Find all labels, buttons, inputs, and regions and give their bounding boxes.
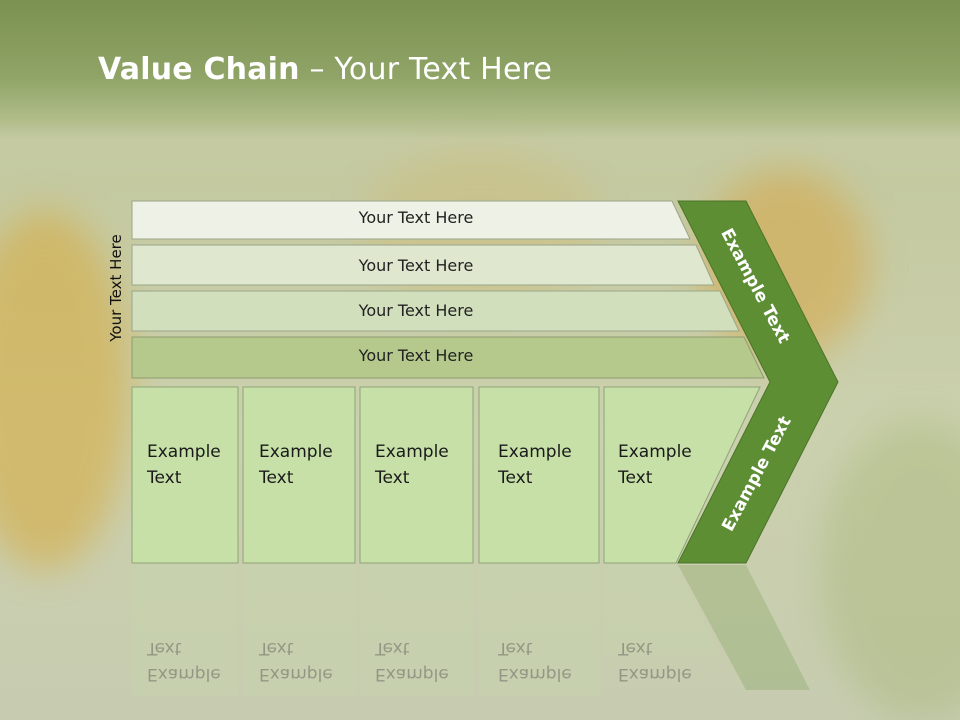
cell-1-label: Example Text [147, 442, 221, 488]
cell-5-shape[interactable] [603, 386, 761, 564]
chevron-shape[interactable] [677, 200, 839, 564]
cell-3-label: Example Text [375, 442, 449, 488]
bar-4-shape[interactable] [131, 336, 765, 379]
cell-1-reflection: Example Text [147, 638, 221, 684]
cell-2-label: Example Text [259, 442, 333, 488]
bar-3-label: Your Text Here [358, 301, 474, 320]
bar-1-shape[interactable] [131, 200, 691, 240]
cell-3-reflection: Example Text [375, 638, 449, 684]
cell-4-label: Example Text [498, 442, 572, 488]
cell-4-reflection: Example Text [498, 638, 572, 684]
reflection: Example Text Example Text Example Text E… [0, 565, 960, 720]
bar-2-label: Your Text Here [358, 256, 474, 275]
reflection-shapes [132, 565, 810, 695]
bar-3-shape[interactable] [131, 290, 740, 332]
bar-4-label: Your Text Here [358, 346, 474, 365]
page-title: Value Chain – Your Text Here [98, 52, 552, 87]
bar-1-label: Your Text Here [358, 208, 474, 227]
title-rest: – Your Text Here [299, 52, 553, 87]
title-bold: Value Chain [98, 52, 300, 87]
cell-3-shape[interactable] [359, 386, 474, 564]
title-bar [0, 0, 960, 140]
cell-2-reflection: Example Text [259, 638, 333, 684]
cell-2-shape[interactable] [242, 386, 356, 564]
cell-1-shape[interactable] [131, 386, 239, 564]
cell-5-reflection: Example Text [618, 638, 692, 684]
bar-2-shape[interactable] [131, 244, 715, 286]
cell-5-label: Example Text [618, 442, 692, 488]
cell-4-shape[interactable] [478, 386, 600, 564]
background-flower-left [0, 210, 130, 570]
